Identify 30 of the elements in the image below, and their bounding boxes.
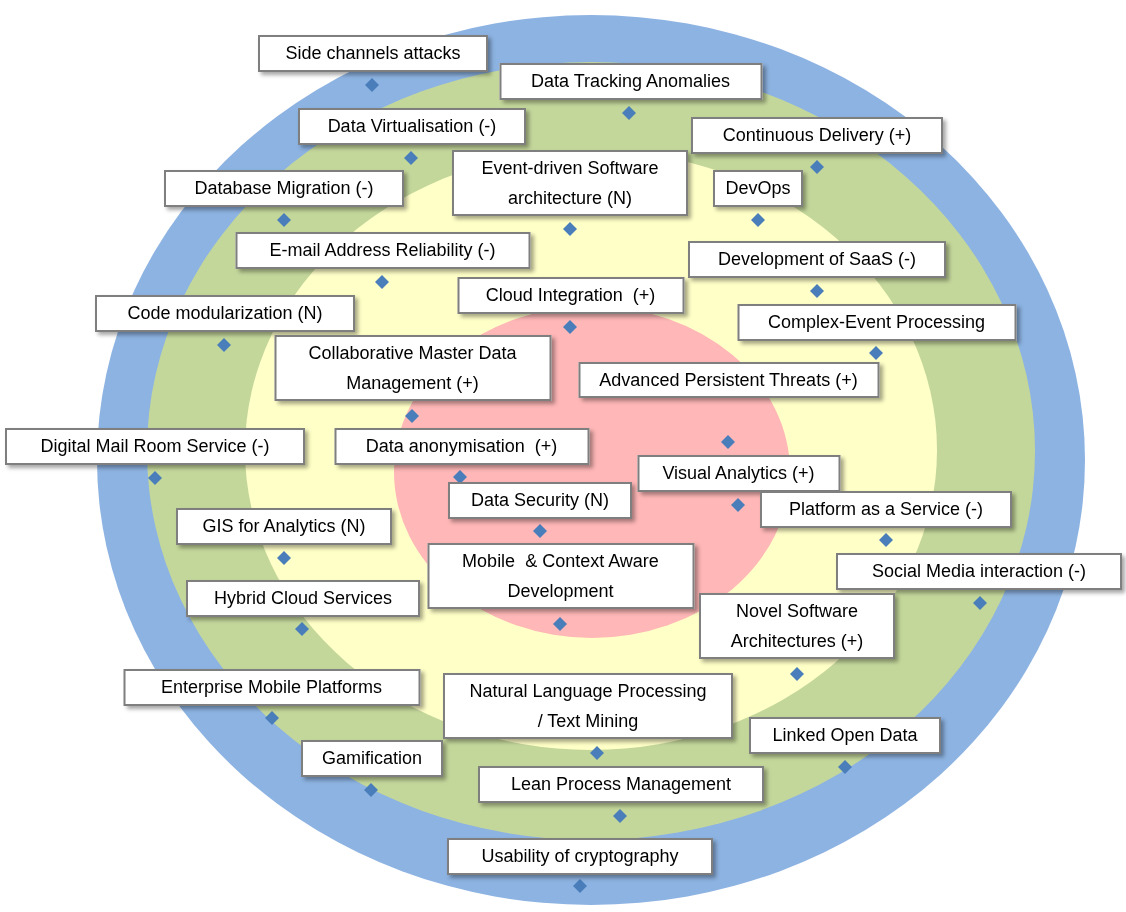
topic-label: Mobile & Context Aware Development	[427, 543, 694, 609]
topic-label: Data Virtualisation (-)	[298, 108, 526, 145]
topic-label: Usability of cryptography	[447, 838, 713, 875]
topic-label: Platform as a Service (-)	[760, 491, 1012, 528]
topic-label: Gamification	[301, 740, 443, 777]
topic-label: Event-driven Software architecture (N)	[452, 150, 688, 216]
topic-label: Side channels attacks	[258, 35, 488, 72]
topic-label: Database Migration (-)	[164, 170, 404, 207]
topic-label: Enterprise Mobile Platforms	[123, 669, 420, 706]
topic-label: Linked Open Data	[749, 717, 941, 754]
topic-label: DevOps	[713, 170, 803, 207]
topic-label: Complex-Event Processing	[737, 304, 1016, 341]
topic-label: Development of SaaS (-)	[688, 241, 946, 278]
topic-label: Data Security (N)	[448, 482, 632, 519]
topic-label: Continuous Delivery (+)	[691, 117, 943, 154]
topic-label: Advanced Persistent Threats (+)	[578, 362, 879, 398]
topic-label: Data Tracking Anomalies	[499, 63, 762, 100]
topic-label: Natural Language Processing / Text Mining	[443, 673, 733, 739]
topic-label: Digital Mail Room Service (-)	[5, 428, 305, 465]
topic-label: Cloud Integration (+)	[457, 277, 684, 314]
topic-label: Social Media interaction (-)	[836, 553, 1122, 590]
topic-label: Code modularization (N)	[95, 295, 355, 332]
topic-label: GIS for Analytics (N)	[176, 508, 392, 545]
topic-label: Lean Process Management	[478, 766, 764, 803]
topic-label: Visual Analytics (+)	[637, 455, 840, 492]
topic-label: Novel Software Architectures (+)	[699, 593, 895, 659]
topic-label: E-mail Address Reliability (-)	[235, 232, 530, 269]
topic-label: Hybrid Cloud Services	[186, 580, 420, 617]
topic-label: Collaborative Master Data Management (+)	[274, 335, 551, 401]
topic-label: Data anonymisation (+)	[334, 428, 589, 465]
